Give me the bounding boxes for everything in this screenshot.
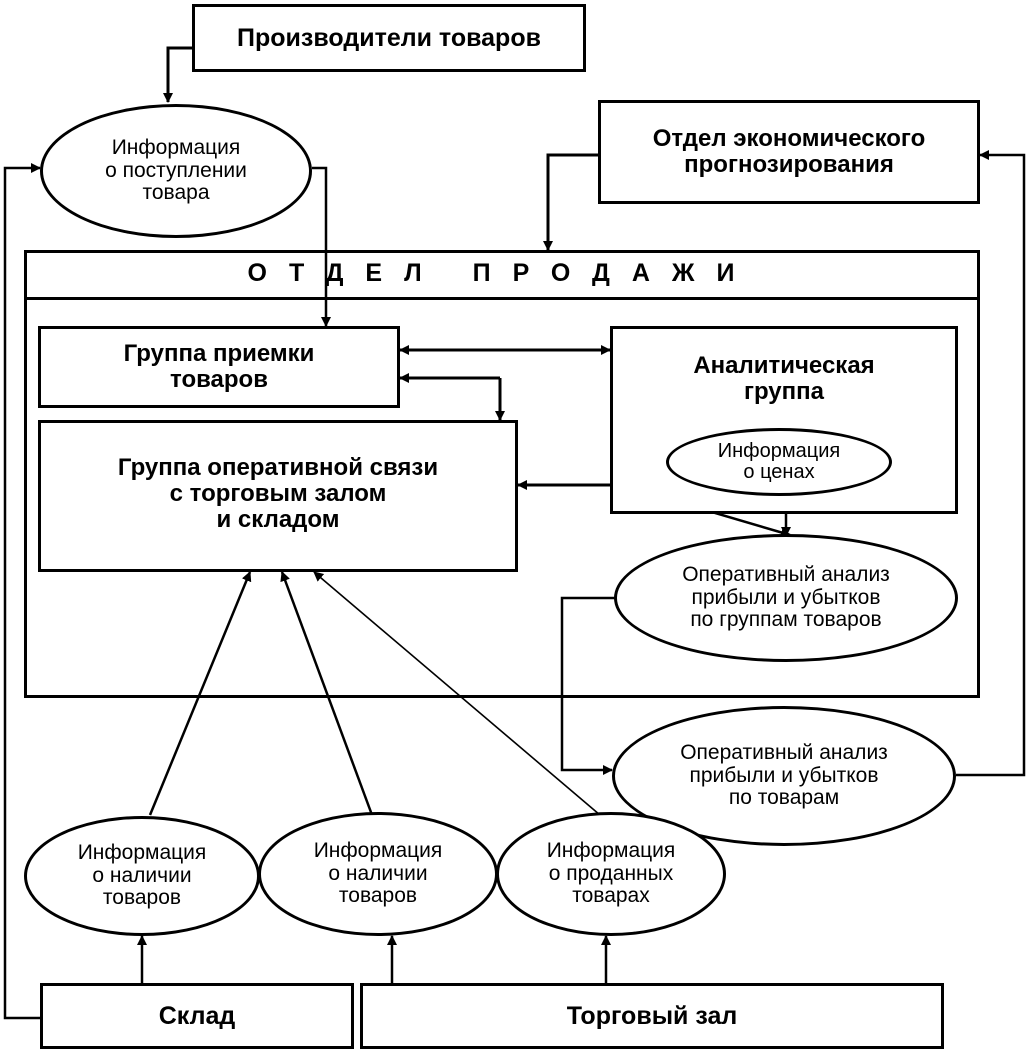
info-sold-ellipse: Информация о проданных товарах — [496, 812, 726, 936]
arrow-producers-to-arrival — [163, 46, 192, 103]
forecast-dept-label: Отдел экономического прогнозирования — [652, 125, 926, 178]
warehouse-label: Склад — [158, 1001, 236, 1030]
liaison-group-box: Группа оперативной связи с торговым зало… — [38, 420, 518, 572]
sales-department-title-text: ОТДЕЛ ПРОДАЖИ — [247, 259, 757, 287]
arrow-hall-stock-info-to-liaison — [280, 571, 374, 816]
info-stock-hall-ellipse: Информация о наличии товаров — [258, 812, 498, 936]
info-stock-hall-label: Информация о наличии товаров — [313, 839, 443, 908]
sales-department-frame — [24, 250, 980, 698]
analytics-group-label: Аналитическая группа — [693, 352, 875, 405]
sales-hall-label: Торговый зал — [566, 1001, 738, 1030]
arrow-warehouse-to-arrival — [3, 163, 41, 1020]
info-stock-warehouse-ellipse: Информация о наличии товаров — [24, 816, 260, 936]
warehouse-box: Склад — [40, 983, 354, 1049]
arrow-warehouse-info-to-liaison — [148, 571, 252, 816]
receiving-group-label: Группа приемки товаров — [123, 340, 315, 393]
arrow-sold-info-to-liaison — [313, 571, 601, 816]
arrow-groups-to-goods-analysis — [560, 596, 616, 775]
forecast-dept-box: Отдел экономического прогнозирования — [598, 100, 980, 204]
analysis-groups-label: Оперативный анализ прибыли и убытков по … — [682, 563, 890, 632]
arrow-arrival-to-receiving — [312, 166, 331, 327]
analysis-groups-ellipse: Оперативный анализ прибыли и убытков по … — [614, 534, 958, 662]
info-stock-warehouse-label: Информация о наличии товаров — [77, 841, 207, 910]
liaison-group-label: Группа оперативной связи с торговым зало… — [117, 454, 439, 533]
analytics-group-box: Аналитическая группа — [610, 326, 958, 514]
info-prices-ellipse: Информация о ценах — [666, 428, 892, 496]
info-arrival-ellipse: Информация о поступлении товара — [40, 104, 312, 238]
analysis-goods-label: Оперативный анализ прибыли и убытков по … — [680, 741, 888, 810]
info-arrival-label: Информация о поступлении товара — [105, 136, 247, 205]
receiving-group-box: Группа приемки товаров — [38, 326, 400, 408]
arrow-goods-analysis-to-forecast — [956, 150, 1026, 777]
info-sold-label: Информация о проданных товарах — [546, 839, 676, 908]
analysis-goods-ellipse: Оперативный анализ прибыли и убытков по … — [612, 706, 956, 846]
producers-label: Производители товаров — [237, 23, 541, 52]
sales-hall-box: Торговый зал — [360, 983, 944, 1049]
producers-box: Производители товаров — [192, 4, 586, 72]
sales-department-title: ОТДЕЛ ПРОДАЖИ — [24, 250, 980, 300]
arrow-forecast-to-sales — [543, 153, 598, 251]
info-prices-label: Информация о ценах — [717, 439, 841, 483]
